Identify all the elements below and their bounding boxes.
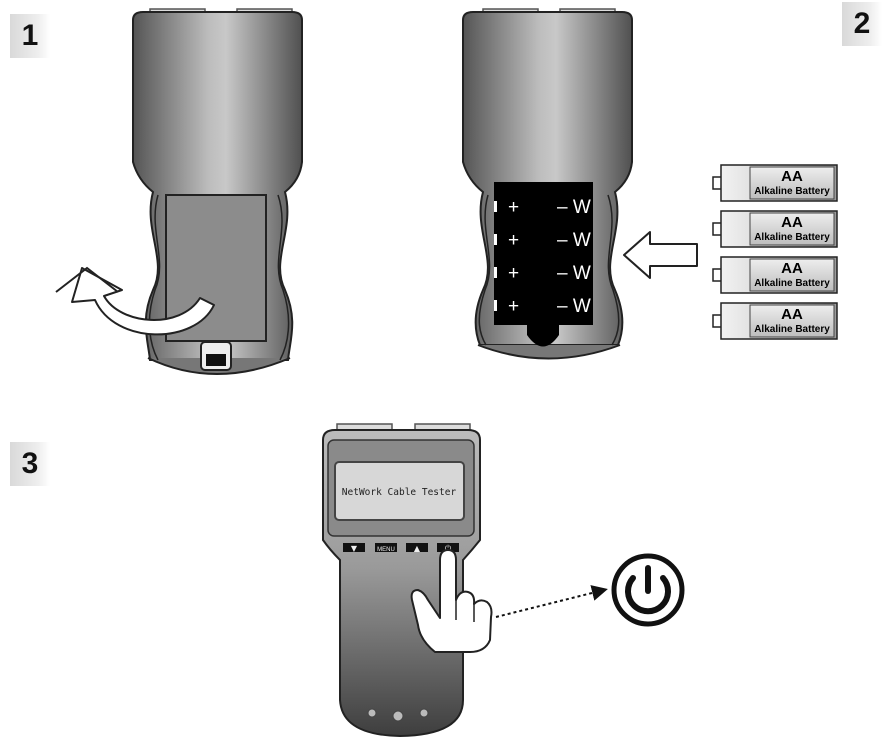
battery-size-label: AA xyxy=(781,306,803,323)
lcd-text: NetWork Cable Tester xyxy=(342,487,457,498)
plus-terminal-label: + xyxy=(508,296,519,317)
battery-size-label: AA xyxy=(781,260,803,277)
device-front: NetWork Cable Tester ▼ MENU ▲ ⏻ xyxy=(322,423,481,738)
down-button[interactable] xyxy=(343,543,365,552)
step-3-badge: 3 xyxy=(10,442,50,486)
battery-type-label: Alkaline Battery xyxy=(754,186,830,197)
device-back-step1 xyxy=(132,8,303,375)
curved-arrow-icon xyxy=(55,266,215,336)
hand-pointer-icon xyxy=(410,549,493,653)
contact-mark xyxy=(494,234,497,245)
down-button-label: ▼ xyxy=(351,544,358,553)
power-button-label: ⏻ xyxy=(445,544,452,553)
lcd-screen xyxy=(334,461,465,521)
minus-terminal-label: – W xyxy=(557,263,591,284)
battery-size-label: AA xyxy=(781,168,803,185)
battery-size-label: AA xyxy=(781,214,803,231)
battery-type-label: Alkaline Battery xyxy=(754,324,830,335)
up-button-label: ▲ xyxy=(414,544,421,553)
plus-terminal-label: + xyxy=(508,197,519,218)
battery-type-label: Alkaline Battery xyxy=(754,232,830,243)
power-icon xyxy=(611,553,685,627)
menu-button[interactable] xyxy=(375,543,397,552)
step-1-badge: 1 xyxy=(10,14,50,58)
minus-terminal-label: – W xyxy=(557,197,591,218)
contact-mark xyxy=(494,300,497,311)
battery-compartment xyxy=(494,182,593,325)
step-2-badge: 2 xyxy=(842,2,882,46)
battery-type-label: Alkaline Battery xyxy=(754,278,830,289)
power-button[interactable] xyxy=(437,543,459,552)
device-back-step2 xyxy=(462,8,633,360)
dotted-arrow xyxy=(495,585,608,618)
up-button[interactable] xyxy=(406,543,428,552)
minus-terminal-label: – W xyxy=(557,296,591,317)
plus-terminal-label: + xyxy=(508,230,519,251)
compartment-markings: + – W + – W + – W + – W xyxy=(494,197,591,317)
left-arrow-icon xyxy=(623,231,698,279)
device-button-row: ▼ MENU ▲ ⏻ xyxy=(343,543,459,553)
contact-mark xyxy=(494,267,497,278)
minus-terminal-label: – W xyxy=(557,230,591,251)
contact-mark xyxy=(494,201,497,212)
plus-terminal-label: + xyxy=(508,263,519,284)
menu-button-label: MENU xyxy=(377,547,395,553)
